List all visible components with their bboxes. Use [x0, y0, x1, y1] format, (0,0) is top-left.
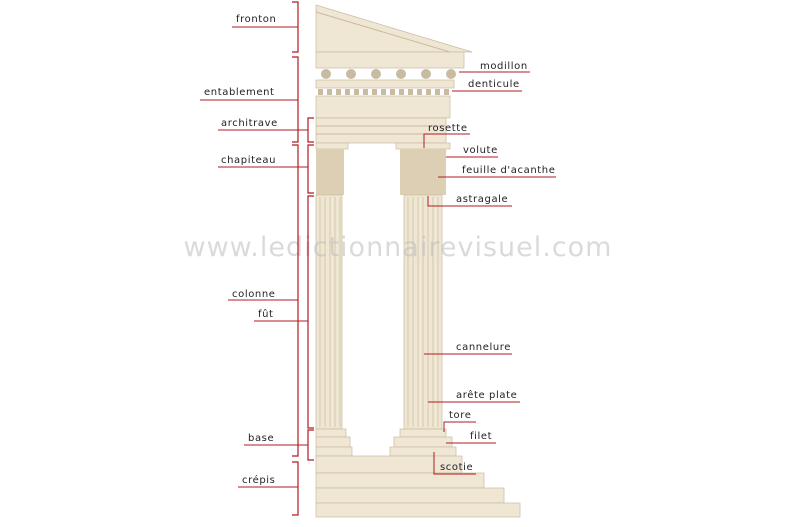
denticule	[426, 89, 431, 95]
label-cannelure: cannelure	[456, 342, 511, 353]
denticule	[345, 89, 350, 95]
right-labels: modillon denticule rosette volute feuill…	[423, 61, 556, 475]
step-2	[315, 472, 485, 489]
label-crepis: crépis	[242, 474, 275, 486]
modillon	[371, 69, 381, 79]
denticule	[327, 89, 332, 95]
left-labels: fronton entablement architrave chapiteau…	[200, 1, 314, 516]
right-capital	[400, 149, 446, 195]
modillon	[421, 69, 431, 79]
architrave-block	[315, 117, 447, 144]
label-entablement: entablement	[204, 87, 275, 98]
denticule	[444, 89, 449, 95]
denticule	[417, 89, 422, 95]
denticule	[408, 89, 413, 95]
modillon	[396, 69, 406, 79]
denticule	[381, 89, 386, 95]
label-base: base	[248, 433, 274, 444]
label-colonne: colonne	[232, 289, 276, 300]
label-feuille-acanthe: feuille d'acanthe	[462, 165, 555, 176]
denticules	[318, 89, 449, 95]
denticule	[372, 89, 377, 95]
frieze	[315, 95, 451, 119]
label-tore: tore	[449, 410, 471, 421]
label-chapiteau: chapiteau	[221, 155, 276, 166]
modillon	[446, 69, 456, 79]
label-volute: volute	[463, 145, 498, 156]
modillon	[321, 69, 331, 79]
denticule	[399, 89, 404, 95]
pediment	[315, 4, 473, 53]
denticule	[435, 89, 440, 95]
label-rosette: rosette	[428, 123, 468, 134]
denticule	[336, 89, 341, 95]
label-modillon: modillon	[480, 61, 528, 72]
label-fut: fût	[258, 308, 274, 320]
step-3	[315, 487, 505, 504]
label-scotie: scotie	[440, 462, 473, 473]
denticule	[318, 89, 323, 95]
label-filet: filet	[470, 431, 492, 442]
left-capital	[316, 149, 344, 195]
step-4	[315, 502, 521, 518]
label-fronton: fronton	[236, 14, 276, 25]
label-denticule: denticule	[468, 79, 520, 90]
cornice	[315, 51, 465, 69]
denticule	[363, 89, 368, 95]
modillons	[321, 69, 456, 79]
label-arete-plate: arête plate	[456, 389, 517, 401]
modillon	[346, 69, 356, 79]
label-architrave: architrave	[221, 118, 278, 129]
denticule	[390, 89, 395, 95]
denticule	[354, 89, 359, 95]
label-astragale: astragale	[456, 194, 508, 205]
watermark: www.ledictionnairevisuel.com	[184, 232, 613, 263]
